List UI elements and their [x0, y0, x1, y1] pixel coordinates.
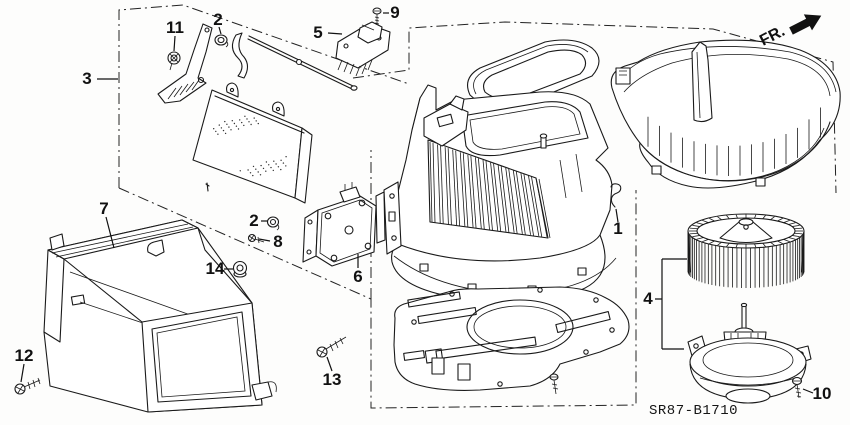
- part-screw-10: [791, 376, 803, 399]
- case-slats: [429, 141, 551, 239]
- scroll-ribs: [647, 107, 821, 176]
- callout-5: 5: [313, 23, 323, 42]
- part-blower-case: [375, 84, 617, 302]
- part-screw-13: [316, 336, 347, 358]
- callout-6: 6: [353, 267, 363, 286]
- group-4-bracket: [655, 258, 687, 350]
- diagram-code: SR87-B1710: [649, 403, 739, 419]
- leader-lines: [20, 12, 814, 394]
- part-clip-1: [610, 183, 622, 208]
- callout-7: 7: [99, 199, 109, 218]
- callout-3: 3: [82, 69, 92, 88]
- part-scroll-housing: [610, 39, 841, 189]
- callout-10: 10: [812, 384, 832, 403]
- part-fan-wheel: [687, 213, 805, 288]
- part-grommet-2b: [266, 216, 280, 231]
- part-blower-resistor: [335, 21, 391, 77]
- part-heater-duct: [43, 219, 277, 413]
- callout-1: 1: [613, 219, 623, 238]
- part-blower-motor: [687, 302, 812, 404]
- callout-2: 2: [213, 10, 223, 29]
- part-seal-gasket: [467, 39, 600, 108]
- callout-8: 8: [273, 232, 283, 251]
- callout-11: 11: [166, 18, 184, 37]
- callout-12: 12: [14, 346, 34, 365]
- part-screw-12: [14, 377, 41, 395]
- part-screw-9: [372, 7, 382, 25]
- fr-arrow-icon: [789, 14, 822, 35]
- callout-13: 13: [322, 370, 342, 389]
- fan-radial-fins: [689, 214, 803, 248]
- part-screw-8: [247, 233, 265, 244]
- group-boundary-lines: [118, 4, 837, 409]
- callout-2: 2: [249, 211, 259, 230]
- fr-direction: FR.: [757, 14, 822, 50]
- part-control-lever-assembly: [157, 23, 358, 104]
- filter-stipple: [213, 115, 287, 177]
- part-nut-14: [232, 260, 248, 278]
- callout-4: 4: [643, 289, 653, 308]
- callout-14: 14: [205, 259, 225, 278]
- part-mounting-plate: [393, 286, 630, 395]
- callout-9: 9: [390, 3, 400, 22]
- part-filter-panel: [192, 82, 313, 204]
- part-mode-actuator: [302, 182, 377, 267]
